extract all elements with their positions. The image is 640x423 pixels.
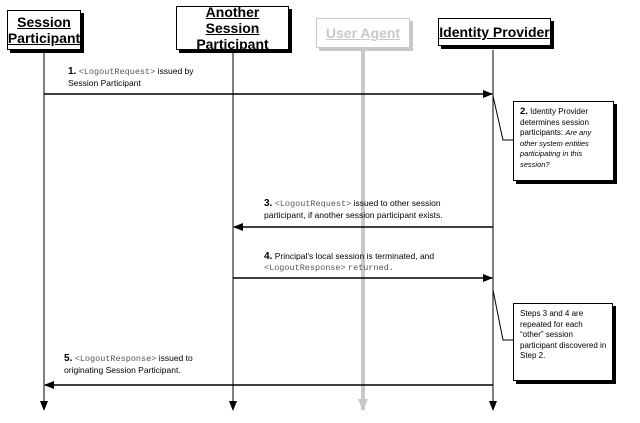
message-step-1: 1. <LogoutRequest> issued by Session Par… (68, 66, 194, 89)
message-step-3: 3. <LogoutRequest> issued to other sessi… (264, 198, 443, 221)
message-step-5-number: 5. (64, 353, 73, 364)
actor-identity-provider-label: Identity Provider (439, 23, 550, 40)
actor-session-participant-line1: Session (17, 13, 71, 30)
message-step-1-tag: <LogoutRequest> (78, 67, 156, 77)
message-step-5: 5. <LogoutResponse> issued to originatin… (64, 353, 193, 376)
message-step-3-tag: <LogoutRequest> (274, 199, 352, 209)
message-step-3-text: issued to other session (353, 198, 441, 208)
actor-session-participant: Session Participant (7, 10, 81, 50)
message-step-1-text: issued by (157, 66, 194, 76)
message-step-1-number: 1. (68, 66, 77, 77)
note-step-2-question: Are any other system entities participat… (520, 128, 592, 169)
actor-another-participant: Another Session Participant (176, 3, 289, 53)
note-connector-repeat (492, 289, 513, 341)
note-repeat: Steps 3 and 4 are repeated for each “oth… (513, 303, 613, 381)
actor-another-participant-line1: Another Session (205, 3, 260, 36)
note-repeat-text: Steps 3 and 4 are repeated for each “oth… (520, 309, 607, 360)
message-step-4-tail: returned. (348, 263, 394, 273)
actor-session-participant-line2: Participant (7, 30, 81, 46)
note-step-2-number: 2. (520, 106, 528, 117)
note-step-2: 2. Identity Provider determines session … (513, 101, 614, 181)
message-step-3-number: 3. (264, 198, 273, 209)
message-step-5-tag: <LogoutResponse> (74, 354, 157, 364)
message-step-4-tag: <LogoutResponse> (264, 263, 346, 273)
message-step-5-text: issued to (158, 353, 193, 363)
actor-another-participant-line2: Participant (196, 36, 269, 53)
message-step-4-number: 4. (264, 251, 273, 262)
message-step-4-text: Principal's local session is terminated,… (274, 251, 435, 261)
note-step-2-text: Identity Provider determines session par… (520, 107, 589, 137)
actor-identity-provider: Identity Provider (438, 18, 551, 46)
message-step-5-line2: originating Session Participant. (64, 365, 181, 375)
note-connector-step-2 (492, 95, 513, 141)
message-step-4: 4. Principal's local session is terminat… (264, 251, 434, 274)
message-step-1-line2: Session Participant (68, 78, 141, 88)
actor-user-agent-label: User Agent (325, 24, 401, 41)
message-step-3-line2: participant, if another session particip… (264, 210, 443, 220)
actor-user-agent: User Agent (316, 18, 410, 48)
